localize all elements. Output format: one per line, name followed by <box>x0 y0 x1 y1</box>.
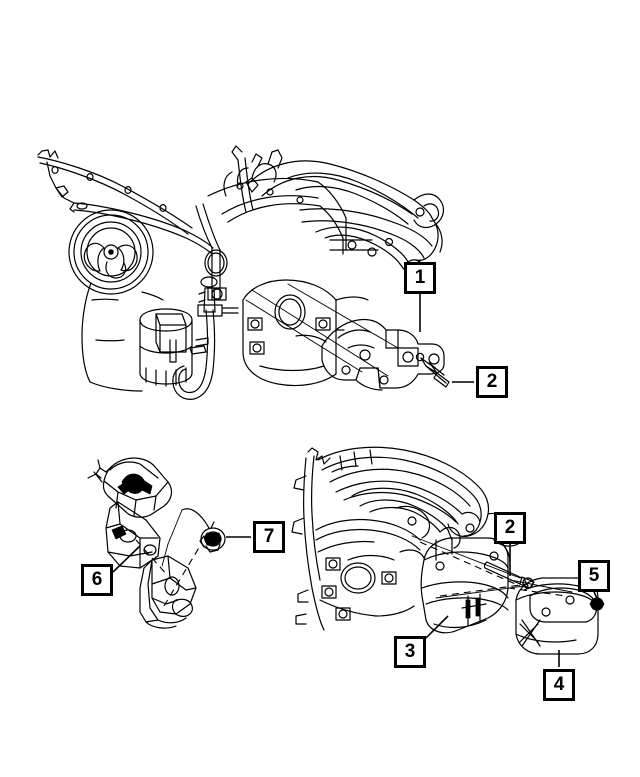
callout-number: 2 <box>504 517 516 538</box>
callout-box-2-top[interactable]: 2 <box>476 366 508 398</box>
bolt-2-top <box>415 352 450 388</box>
callout-number: 2 <box>486 371 498 392</box>
callout-number: 7 <box>263 526 275 547</box>
callout-box-1[interactable]: 1 <box>404 262 436 294</box>
leader-6 <box>112 545 141 573</box>
callout-box-6[interactable]: 6 <box>81 564 113 596</box>
callout-box-4[interactable]: 4 <box>543 669 575 701</box>
leader-lines <box>112 294 599 667</box>
upper-engine-assembly <box>37 145 450 400</box>
insulator-3 <box>420 537 511 634</box>
callout-number: 5 <box>588 565 600 586</box>
lower-left-mount-assembly <box>87 457 226 629</box>
callout-number: 3 <box>404 641 416 662</box>
callout-number: 6 <box>91 569 103 590</box>
leader-5 <box>593 591 599 601</box>
lower-right-mount-assembly <box>291 446 605 655</box>
callout-box-3[interactable]: 3 <box>394 636 426 668</box>
callout-number: 4 <box>553 674 565 695</box>
callout-box-7[interactable]: 7 <box>253 521 285 553</box>
leader-3 <box>425 615 449 639</box>
callout-box-2-bottom[interactable]: 2 <box>494 512 526 544</box>
bolt-2-bottom <box>483 561 535 589</box>
bracket-1 <box>321 318 445 391</box>
callout-box-5[interactable]: 5 <box>578 560 610 592</box>
bushing-7 <box>199 521 226 553</box>
callout-number: 1 <box>414 267 426 288</box>
nut-5 <box>589 597 605 611</box>
